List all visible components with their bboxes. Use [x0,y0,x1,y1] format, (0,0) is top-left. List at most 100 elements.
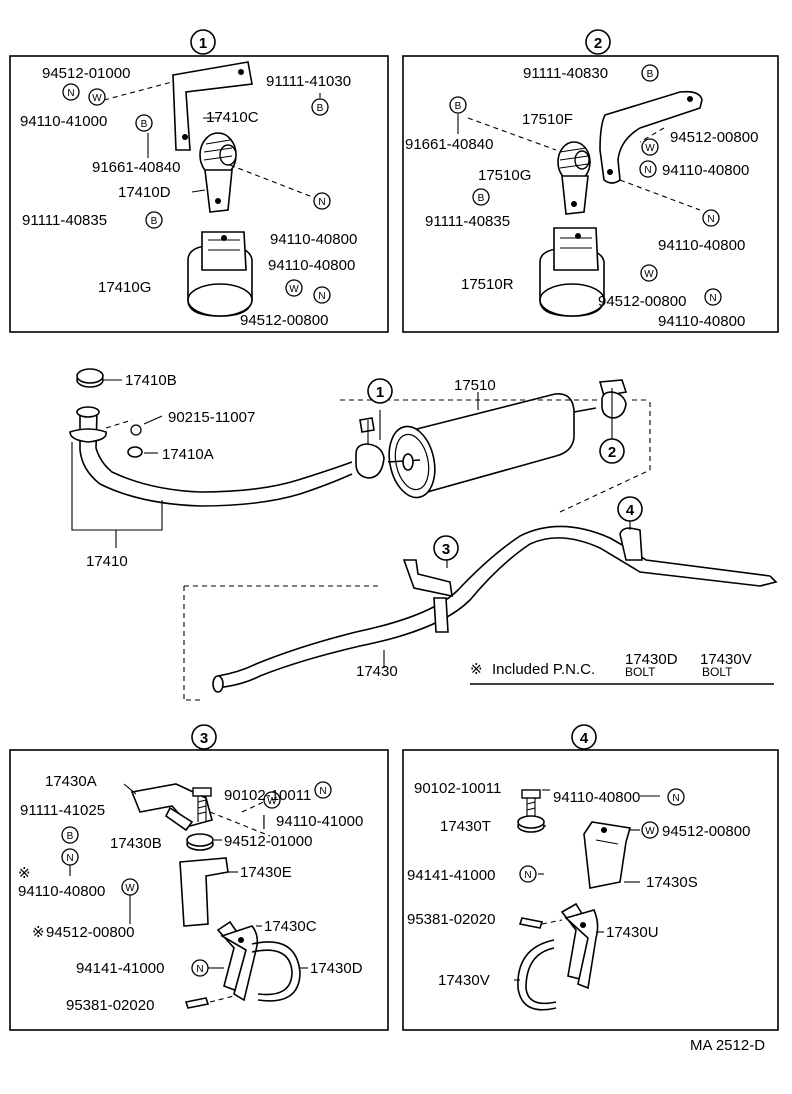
detail-box-1 [9,55,389,333]
marker-w-box1-b: W [285,279,303,297]
label-94110-41000: 94110-41000 [276,813,363,830]
front-pipe-17410 [69,406,353,507]
label-17410a: 17410A [162,446,214,463]
label-90102-10011: 90102-10011 [224,787,311,804]
label-91111-40835: 91111-40835 [425,213,510,230]
marker-b-box1-c: B [145,211,163,229]
svg-text:W: W [289,284,299,295]
svg-text:B: B [151,216,158,227]
label-17510f: 17510F [522,111,573,128]
callout-4-top: 4 [571,724,597,750]
label-94512-00800: 94512-00800 [46,924,134,941]
svg-text:B: B [317,103,324,114]
marker-w-box4-a: W [641,821,659,839]
marker-w-box3-b: W [121,878,139,896]
marker-n-box4-b: N [519,865,537,883]
callout-2-top: 2 [585,29,611,55]
svg-text:N: N [318,291,325,302]
label-94110-40800-a: 94110-40800 [270,231,357,248]
svg-text:BOLT: BOLT [702,665,733,679]
svg-text:BOLT: BOLT [625,665,656,679]
star-mark-b: ※ [32,924,45,941]
svg-text:N: N [524,870,531,881]
marker-b-box1-b: B [135,114,153,132]
main-assembly [69,368,778,701]
marker-w-box3-a: W [263,791,281,809]
muffler-17510 [387,393,597,499]
marker-n-box1-b: N [313,192,331,210]
svg-text:W: W [645,826,655,837]
cotter-pin-95381 [184,997,210,1009]
svg-text:W: W [645,143,655,154]
bracket-17410c [172,61,253,151]
cotter-pin-95381-b [518,917,544,929]
bracket-17430e [179,857,229,927]
callout-1-main: 1 [367,378,393,404]
svg-text:B: B [141,119,148,130]
marker-b-box3-a: B [61,826,79,844]
svg-text:N: N [319,786,326,797]
label-17410g: 17410G [98,279,151,296]
u-bolt-17430v [517,939,557,1011]
label-91111-40830: 91111-40830 [523,65,608,82]
label-94110-40800-d: 94110-40800 [553,789,640,806]
svg-text:N: N [672,793,679,804]
label-94110-40800-a: 94110-40800 [662,162,749,179]
label-94110-40800: 94110-40800 [18,883,105,900]
marker-w-box2-b: W [640,264,658,282]
label-95381-02020: 95381-02020 [66,997,154,1014]
label-91661-40840: 91661-40840 [405,136,493,153]
callout-3-main: 3 [433,535,459,561]
label-17430d: 17430D [310,960,363,977]
svg-text:N: N [196,964,203,975]
nut-17410a [127,446,143,458]
svg-text:2: 2 [608,444,616,461]
label-17430: 17430 [356,663,398,680]
label-17410d: 17410D [118,184,171,201]
svg-text:B: B [455,101,462,112]
svg-text:2: 2 [594,35,602,52]
marker-b-box2-c: B [472,188,490,206]
bracket-17430a [130,783,213,827]
label-17430u: 17430U [606,924,659,941]
label-94512-00800: 94512-00800 [240,312,328,329]
diagram-code: MA 2512-D [690,1037,765,1054]
marker-w-box1-a: W [88,88,106,106]
svg-text:W: W [92,93,102,104]
label-17430b: 17430B [110,835,162,852]
marker-n-box1-a: N [62,83,80,101]
label-17410c: 17410C [206,109,259,126]
clamp-17410g [187,231,253,317]
svg-text:※: ※ [470,661,483,678]
label-94512-00800-b: 94512-00800 [598,293,686,310]
marker-w-box2-a: W [641,138,659,156]
label-17510: 17510 [454,377,496,394]
label-17410b: 17410B [125,372,177,389]
label-94512-01000: 94512-01000 [42,65,130,82]
svg-text:B: B [67,831,74,842]
svg-text:17430D: 17430D [625,651,678,668]
u-bolt-17430d [251,941,301,1002]
svg-text:W: W [267,796,277,807]
marker-b-box2-b: B [449,96,467,114]
svg-text:B: B [478,193,485,204]
label-91111-41025: 91111-41025 [20,802,105,819]
label-94512-00800-c: 94512-00800 [662,823,750,840]
label-17430t: 17430T [440,818,491,835]
marker-n-box1-c: N [313,286,331,304]
star-mark-a: ※ [18,865,31,882]
label-90102-10011-b: 90102-10011 [414,780,501,797]
tail-pipe-17430 [212,525,778,693]
clamp-17510r [539,227,605,317]
detail-box-2 [402,55,779,333]
detail-box-3 [9,749,389,1031]
label-17510g: 17510G [478,167,531,184]
label-17510r: 17510R [461,276,514,293]
svg-text:W: W [125,883,135,894]
label-17430c: 17430C [264,918,317,935]
bracket-17510f [599,90,703,184]
label-91111-41030: 91111-41030 [266,73,351,90]
marker-n-box4-a: N [667,788,685,806]
label-95381-02020-b: 95381-02020 [407,911,495,928]
